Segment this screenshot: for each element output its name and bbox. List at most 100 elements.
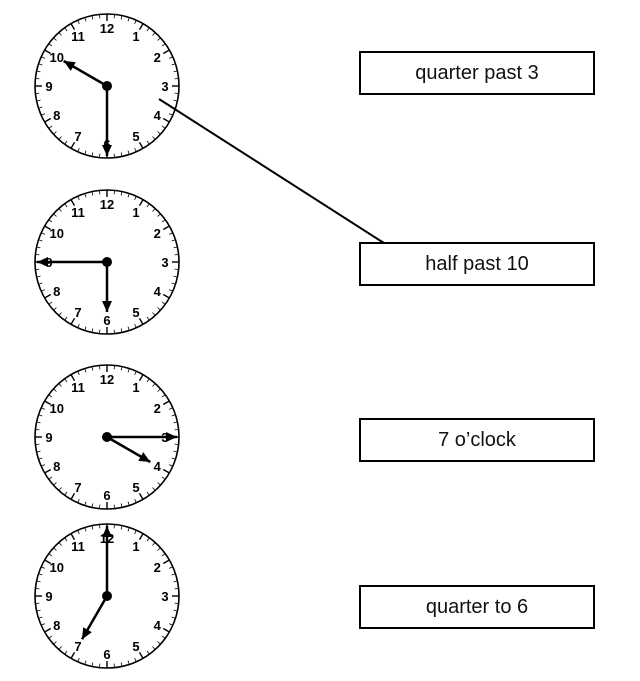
clock-tick — [168, 289, 173, 292]
clock-tick — [58, 208, 62, 212]
clock-numeral: 4 — [154, 108, 162, 123]
clock-tick — [173, 580, 178, 583]
clock-tick — [38, 239, 43, 242]
clock-tick — [173, 70, 178, 73]
clock-numeral: 1 — [132, 205, 139, 220]
clock-tick — [53, 213, 57, 217]
clock-tick — [152, 487, 156, 491]
clock-tick — [138, 651, 144, 659]
clock-tick — [64, 27, 68, 32]
clock-numeral: 5 — [132, 305, 139, 320]
clock-tick — [161, 476, 166, 480]
answer-box-quarter-to-6[interactable]: quarter to 6 — [359, 585, 595, 629]
clock-tick — [168, 464, 173, 467]
clock-numeral: 2 — [154, 226, 161, 241]
clock-tick — [38, 457, 43, 460]
clock-tick — [44, 468, 52, 474]
clock-numeral: 9 — [45, 79, 52, 94]
clock-tick — [44, 627, 52, 633]
clock-tick — [162, 293, 170, 299]
clock-tick — [77, 657, 80, 662]
clock-tick — [53, 547, 57, 551]
clock-tick — [157, 482, 161, 486]
clock-tick — [120, 152, 123, 157]
clock-tick — [162, 627, 170, 633]
clock-numeral: 8 — [53, 618, 60, 633]
clock-tick — [171, 457, 176, 460]
clock-tick — [162, 225, 170, 231]
clock-numeral: 2 — [154, 560, 161, 575]
clock-tick — [41, 113, 46, 116]
clock-tick — [77, 323, 80, 328]
clock-tick — [134, 371, 137, 376]
hour-hand-arrowhead — [63, 61, 76, 71]
clock-numeral: 1 — [132, 29, 139, 44]
clock-tick — [84, 527, 87, 532]
match-line — [158, 98, 399, 253]
clock-tick — [41, 289, 46, 292]
clock-tick — [171, 63, 176, 66]
clock-tick — [53, 131, 57, 135]
answer-label: half past 10 — [425, 252, 529, 275]
clock-numeral: 6 — [103, 488, 110, 503]
clock-numeral: 7 — [74, 639, 81, 654]
hour-hand-arrowhead — [82, 627, 92, 640]
clock-tick — [162, 559, 170, 565]
clock-tick — [84, 660, 87, 665]
clock-numeral: 4 — [154, 618, 162, 633]
answer-box-quarter-past-3[interactable]: quarter past 3 — [359, 51, 595, 95]
clock-tick — [41, 464, 46, 467]
clock-tick — [44, 559, 52, 565]
clock-tick — [162, 117, 170, 123]
clock-tick — [152, 312, 156, 316]
clock-tick — [41, 232, 46, 235]
clock-center-dot — [102, 591, 112, 601]
clock-tick — [120, 328, 123, 333]
clock-center-dot — [102, 257, 112, 267]
clock-tick — [91, 152, 94, 157]
clock-tick — [64, 316, 68, 321]
clock-numeral: 8 — [53, 108, 60, 123]
clock-tick — [120, 15, 123, 20]
clock-numeral: 7 — [74, 129, 81, 144]
clock-tick — [168, 566, 173, 569]
clock-tick — [77, 498, 80, 503]
clock-tick — [146, 491, 150, 496]
clock-tick — [173, 609, 178, 612]
answer-box-half-past-10[interactable]: half past 10 — [359, 242, 595, 286]
clock-tick — [146, 27, 150, 32]
clock-tick — [84, 17, 87, 22]
clock-numeral: 8 — [53, 459, 60, 474]
clock-tick — [127, 501, 130, 506]
clock-tick — [161, 43, 166, 47]
clock-tick — [146, 378, 150, 383]
clock-tick — [64, 650, 68, 655]
clock-numeral: 9 — [45, 430, 52, 445]
hour-hand-arrowhead — [138, 452, 151, 462]
clock-tick — [146, 650, 150, 655]
clock-tick — [44, 400, 52, 406]
clock-tick — [134, 196, 137, 201]
clock-tick — [157, 37, 161, 41]
clock-tick — [152, 208, 156, 212]
clock-tick — [53, 641, 57, 645]
clock-tick — [134, 20, 137, 25]
minute-hand-arrowhead — [102, 526, 112, 537]
clock-tick — [138, 374, 144, 382]
clock-tick — [58, 136, 62, 140]
clock-tick — [64, 140, 68, 145]
clock-tick — [77, 196, 80, 201]
clock-tick — [134, 530, 137, 535]
clock-tick — [120, 525, 123, 530]
clock-tick — [91, 328, 94, 333]
clock-tick — [91, 366, 94, 371]
answer-box-7-oclock[interactable]: 7 o’clock — [359, 418, 595, 462]
clock-tick — [168, 113, 173, 116]
clock-tick — [138, 23, 144, 31]
clock-tick — [161, 301, 166, 305]
clock-tick — [38, 573, 43, 576]
clock-tick — [161, 553, 166, 557]
clock-tick — [152, 542, 156, 546]
clock-tick — [146, 140, 150, 145]
clock-tick — [70, 374, 76, 382]
